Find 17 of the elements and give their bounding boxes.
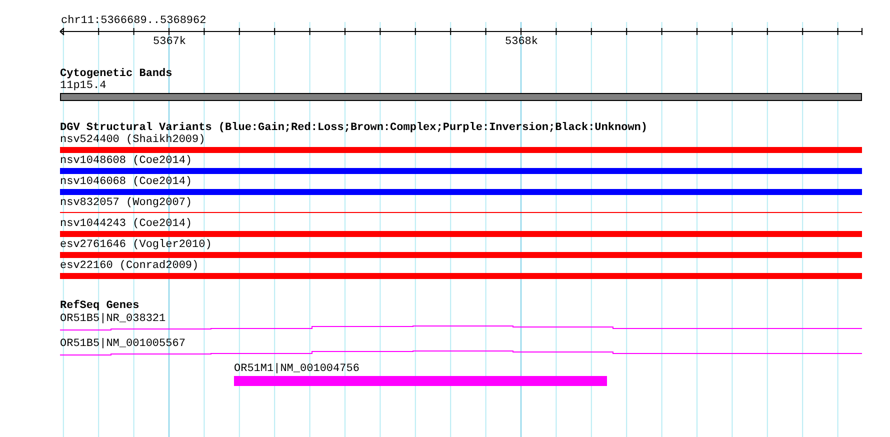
track-title: RefSeq Genes: [60, 300, 140, 312]
feature-label: nsv1044243 (Coe2014): [60, 218, 192, 230]
feature-label: esv2761646 (Vogler2010): [60, 239, 212, 251]
feature-label: nsv1048608 (Coe2014): [60, 155, 192, 167]
feature-label: OR51B5|NR_038321: [60, 313, 166, 325]
tick-label: 5367k: [153, 36, 186, 48]
track-title: Cytogenetic Bands: [60, 68, 172, 80]
feature-label: nsv524400 (Shaikh2009): [60, 134, 206, 146]
feature-label: nsv832057 (Wong2007): [60, 197, 192, 209]
feature-label: nsv1046068 (Coe2014): [60, 176, 192, 188]
feature-label: OR51M1|NM_001004756: [234, 363, 360, 375]
feature-label: 11p15.4: [60, 80, 106, 92]
feature-label: esv22160 (Conrad2009): [60, 260, 199, 272]
track-title: DGV Structural Variants (Blue:Gain;Red:Loss;Brown:Complex;Purple:Inversion;Black:Unknown): [60, 122, 648, 134]
locus-label: chr11:5366689..5368962: [61, 15, 206, 27]
tick-label: 5368k: [505, 36, 538, 48]
feature-label: OR51B5|NM_001005567: [60, 338, 186, 350]
